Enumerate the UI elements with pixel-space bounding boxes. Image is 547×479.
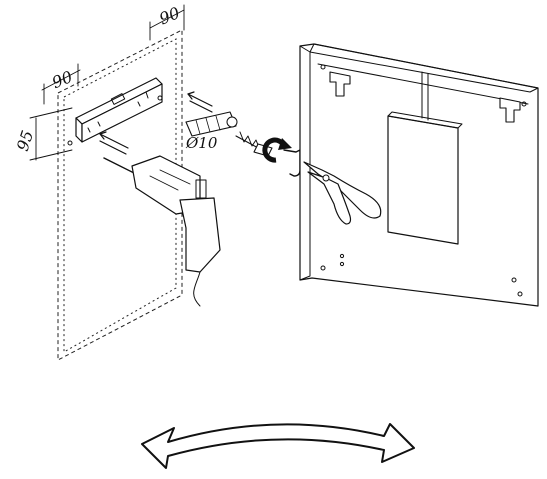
spirit-level: [75, 77, 163, 143]
dimension-left: 90: [41, 63, 81, 105]
direction-arrow-dowel: [187, 91, 213, 113]
dimension-height-label: 95: [13, 128, 37, 153]
flip-arrow-icon: [141, 423, 415, 469]
direction-arrow-wall: [99, 131, 129, 155]
dimension-top-label: 90: [156, 3, 182, 28]
dimension-top: 90: [149, 3, 185, 41]
drill-diameter-label: Ø10: [185, 134, 218, 152]
mirror-back-panel: [299, 43, 539, 307]
power-drill-icon: [103, 155, 221, 307]
dimension-height: 95: [13, 107, 73, 161]
dimension-left-label: 90: [49, 67, 75, 92]
wall-outline: [57, 29, 183, 361]
bracket-left-icon: [329, 71, 351, 97]
drill-holes: [67, 95, 163, 146]
pliers-icon: [303, 161, 382, 225]
wall-plug: [185, 111, 238, 137]
rotate-arrow-icon: [262, 137, 292, 163]
hook-icon: [283, 149, 301, 177]
bracket-right-icon: [499, 97, 521, 123]
